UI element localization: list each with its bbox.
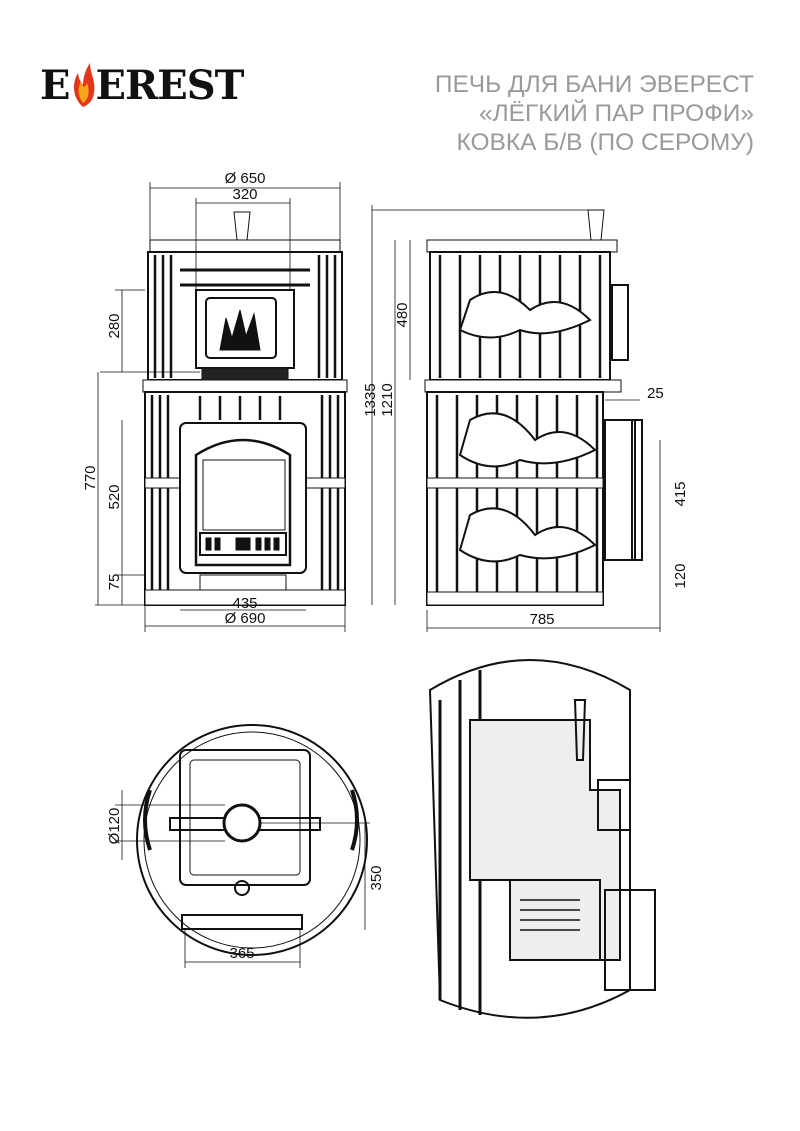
dim-protrusion: 25 — [647, 385, 664, 402]
dim-top-door-width: 365 — [229, 945, 254, 962]
dim-depth: 785 — [529, 611, 554, 628]
flame-icon — [73, 63, 94, 107]
dimension-lines — [95, 182, 661, 968]
dim-top-diameter: Ø 650 — [225, 170, 266, 187]
everest-logo: E EREST — [40, 62, 245, 109]
dim-upper-door-height: 280 — [106, 313, 123, 338]
cutaway-view — [428, 659, 656, 1019]
logo-letter: E — [40, 62, 70, 109]
dim-body-height: 1210 — [379, 383, 396, 416]
title-line-1: ПЕЧЬ ДЛЯ БАНИ ЭВЕРЕСТ — [434, 71, 754, 98]
dim-chimney-offset-top: 350 — [368, 865, 385, 890]
dim-base-height: 75 — [106, 574, 123, 591]
dimension-labels: Ø 650 320 280 770 520 75 435 Ø 690 480 1… — [82, 170, 689, 962]
dim-total-height: 1335 — [362, 383, 379, 416]
document-title: ПЕЧЬ ДЛЯ БАНИ ЭВЕРЕСТ «ЛЁГКИЙ ПАР ПРОФИ»… — [435, 70, 754, 157]
title-line-2: «ЛЁГКИЙ ПАР ПРОФИ» — [478, 100, 754, 127]
dim-chimney-offset: 320 — [232, 186, 257, 203]
dim-tank-height: 415 — [672, 481, 689, 506]
dim-tank-base: 120 — [672, 563, 689, 588]
dim-bottom-diameter: Ø 690 — [225, 610, 266, 627]
top-view — [136, 724, 368, 956]
dim-chimney-diameter: Ø120 — [106, 808, 123, 845]
side-view — [424, 209, 643, 606]
front-view — [142, 211, 348, 606]
dim-lower-door-height: 520 — [106, 484, 123, 509]
logo-text: EREST — [95, 62, 245, 109]
dim-lower-height: 770 — [82, 465, 99, 490]
dim-door-width: 435 — [232, 595, 257, 612]
dim-upper-height: 480 — [394, 302, 411, 327]
title-line-3: КОВКА Б/В (ПО СЕРОМУ) — [456, 129, 754, 156]
